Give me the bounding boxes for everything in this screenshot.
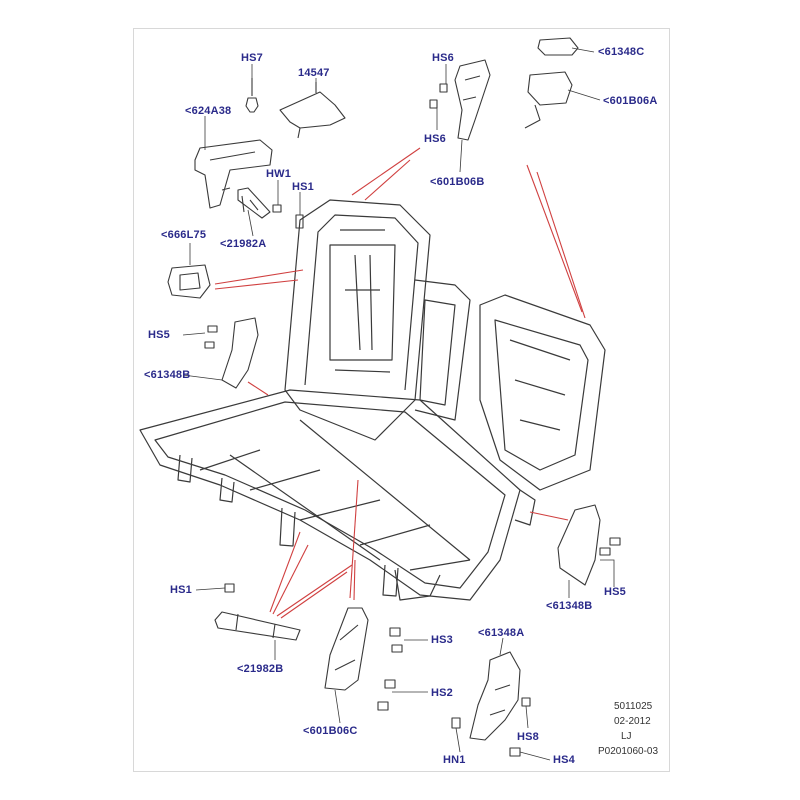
- label-hs2: HS2: [431, 687, 453, 699]
- footer-ref: P0201060-03: [598, 746, 659, 757]
- label-14547: 14547: [298, 67, 330, 79]
- label-hw1: HW1: [266, 168, 292, 180]
- label-hs5-right: HS5: [604, 586, 626, 598]
- label-hs8: HS8: [517, 731, 539, 743]
- leader-666l75-1: [214, 269, 304, 285]
- nut-hn1: [451, 717, 461, 729]
- leader-601b06c-2: [353, 559, 356, 601]
- seat-back-left: [284, 199, 431, 441]
- label-601b06c: <601B06C: [303, 725, 358, 737]
- label-61348a: <61348A: [478, 627, 525, 639]
- seat-base-frame: [139, 389, 521, 601]
- bolt-hs2-1: [384, 679, 396, 689]
- footer-initials: LJ: [621, 731, 632, 742]
- label-61348c: <61348C: [598, 46, 645, 58]
- washer-hw1: [272, 204, 282, 213]
- leg-front-left: [177, 454, 193, 483]
- label-666l75: <666L75: [161, 229, 207, 241]
- label-21982a: <21982A: [220, 238, 267, 250]
- seat-back-centre: [414, 279, 471, 421]
- label-21982b: <21982B: [237, 663, 284, 675]
- bolt-hs1-top: [295, 214, 304, 229]
- label-61348b-left: <61348B: [144, 369, 191, 381]
- label-601b06a: <601B06A: [603, 95, 658, 107]
- bolt-hs1-bottom: [224, 583, 235, 593]
- bolt-hs5-left-1: [207, 325, 218, 333]
- footer-date: 02-2012: [614, 716, 651, 727]
- bracket-601b06b: [454, 59, 491, 141]
- bolt-hs8: [521, 697, 531, 707]
- leader-601b06a-1: [526, 164, 583, 313]
- part-14547: [279, 91, 346, 129]
- bolt-hs6-mid: [429, 99, 438, 109]
- leg-front-mid: [219, 477, 235, 503]
- leg-rear: [382, 564, 399, 597]
- bolt-hs7: [245, 97, 259, 113]
- label-hs6-mid: HS6: [424, 133, 446, 145]
- leader-21982b-4: [280, 571, 348, 619]
- label-hs1-top: HS1: [292, 181, 314, 193]
- label-624a38: <624A38: [185, 105, 232, 117]
- bolt-hs3-1: [389, 627, 401, 637]
- label-hs5-left: HS5: [148, 329, 170, 341]
- panel-61348b-left: [221, 317, 259, 389]
- bracket-624a38: [194, 139, 273, 209]
- label-hs6-top: HS6: [432, 52, 454, 64]
- bolt-hs3-2: [391, 644, 403, 653]
- bolt-hs4: [509, 747, 521, 757]
- label-hs7: HS7: [241, 52, 263, 64]
- label-61348b-right: <61348B: [546, 600, 593, 612]
- leader-601b06b-2: [364, 159, 411, 201]
- leader-666l75-2: [214, 279, 299, 290]
- bolt-hs2-2: [377, 701, 389, 711]
- label-hn1: HN1: [443, 754, 466, 766]
- leader-601b06a-2: [536, 171, 586, 319]
- panel-61348b-right: [557, 504, 601, 586]
- latch-601b06a: [527, 71, 573, 106]
- clip-61348c: [537, 37, 579, 56]
- bracket-21982a: [237, 187, 271, 219]
- panel-61348a: [469, 651, 521, 741]
- leader-601b06c-1: [349, 479, 359, 599]
- bolt-hs5-right-1: [609, 537, 621, 546]
- leader-21982b-2: [272, 544, 309, 615]
- leader-61348b-left: [247, 381, 269, 396]
- bolt-hs6-top: [439, 83, 448, 93]
- part-666l75: [167, 264, 211, 299]
- label-hs1-bottom: HS1: [170, 584, 192, 596]
- seat-back-right: [479, 294, 606, 491]
- bolt-hs5-right-2: [599, 547, 611, 556]
- label-601b06b: <601B06B: [430, 176, 485, 188]
- leg-mid: [279, 507, 296, 547]
- label-hs4: HS4: [553, 754, 575, 766]
- leader-61348b-right: [529, 511, 569, 521]
- bracket-601b06c: [324, 607, 369, 691]
- leader-601b06b-1: [351, 147, 421, 196]
- leader-21982b-3: [276, 564, 353, 617]
- leader-21982b-1: [269, 531, 301, 613]
- footer-code: 5011025: [614, 701, 653, 712]
- label-hs3: HS3: [431, 634, 453, 646]
- bar-21982b: [214, 611, 301, 641]
- bolt-hs5-left-2: [204, 341, 215, 349]
